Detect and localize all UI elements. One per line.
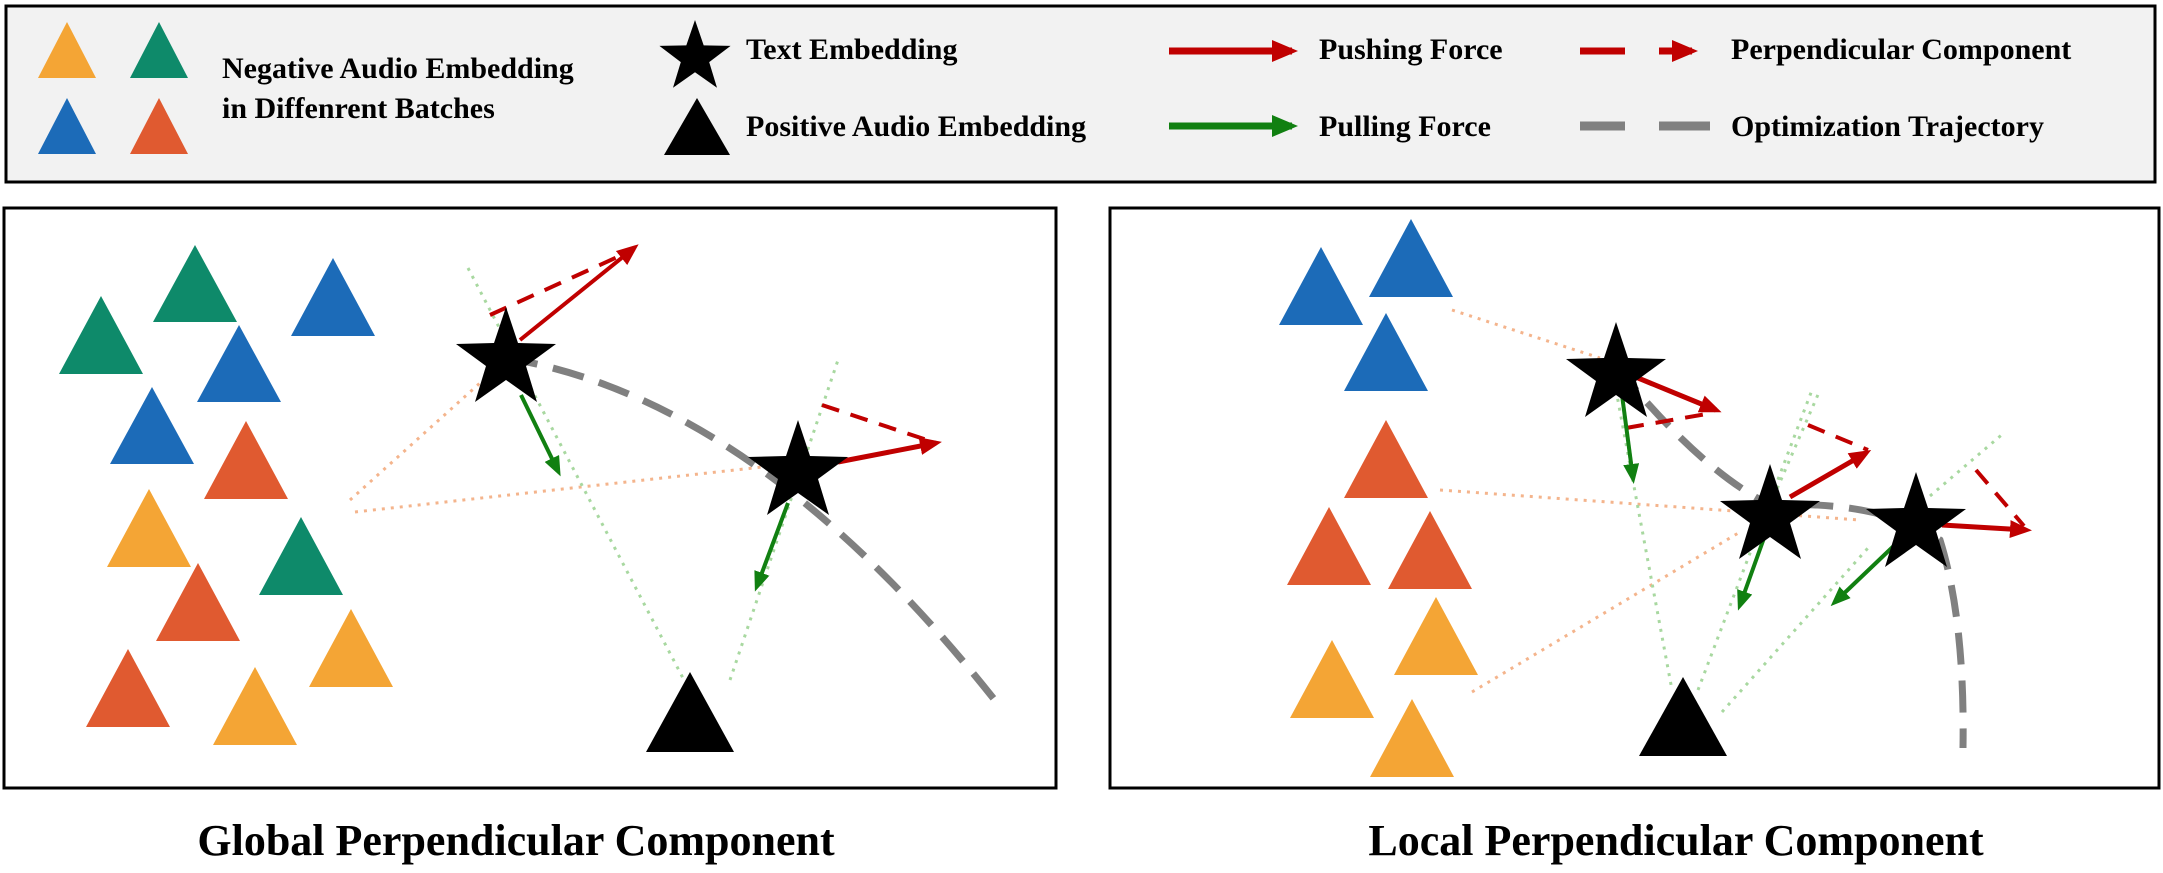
triangle-icon [197,325,281,402]
triangle-icon [309,609,393,687]
global-panel [2,206,1058,790]
triangle-icon [1290,640,1374,718]
optimization-trajectory-path [505,354,1004,711]
negative-audio-cluster [1279,219,1478,777]
triangle-icon [59,296,143,374]
triangle-icon [1639,677,1727,756]
legend-pushing-force: Pushing Force [1319,33,1503,66]
local-panel [1108,206,2161,790]
triangle-icon [156,563,240,641]
pushing-force-arrow [837,437,942,465]
triangle-icon [1344,313,1428,391]
perpendicular-component-arrow [1974,468,2026,528]
triangle-icon [1388,511,1472,589]
pushing-force-arrow [1637,375,1722,413]
legend-negative-audio-line1: Negative Audio Embedding [222,52,574,85]
optimization-trajectory-path [1613,363,1967,749]
pushing-force-arrow [518,244,639,342]
legend-panel: Negative Audio Embedding in Diffenrent B… [4,4,2157,184]
legend-text-embedding: Text Embedding [746,33,957,66]
triangle-icon [153,245,237,322]
star-icon [1566,322,1666,417]
legend-negative-audio-line2: in Diffenrent Batches [222,92,495,125]
triangle-icon [1279,247,1363,325]
negative-audio-cluster [59,245,393,745]
pulling-force-arrow [754,502,790,592]
negative-audio-icon-group [38,22,188,154]
legend-box [4,4,2157,184]
star-icon [1866,472,1966,567]
local-panel-box [1108,206,2161,790]
perpendicular-component-arrow [489,252,625,317]
triangle-icon [291,258,375,336]
triangle-icon [38,22,96,78]
caption-global: Global Perpendicular Component [197,816,835,865]
triangle-icon [38,98,96,154]
star-icon [456,307,556,402]
pulling-force-arrow [519,394,561,477]
triangle-icon [1394,597,1478,675]
perpendicular-component-arrow [821,403,928,442]
legend-pulling-force: Pulling Force [1319,110,1491,143]
triangle-icon [1344,420,1428,498]
perpendicular-component-arrow [1625,411,1713,430]
star-icon [1720,464,1820,559]
triangle-icon [259,517,343,595]
triangle-icon [1369,219,1453,297]
star-icon [748,420,848,515]
perpendicular-component-arrow [1807,423,1869,452]
pulling-force-arrow [1830,538,1902,607]
triangle-icon [107,489,191,567]
legend-optimization-trajectory: Optimization Trajectory [1731,110,2044,143]
triangle-icon [1287,507,1371,585]
guide-lines [348,267,840,681]
guide-lines [1439,308,2006,713]
legend-perpendicular-component: Perpendicular Component [1731,33,2071,66]
triangle-icon [204,421,288,499]
pulling-force-arrow [1620,394,1640,484]
triangle-icon [213,667,297,745]
star-icon [659,20,731,88]
legend-positive-audio: Positive Audio Embedding [746,110,1086,143]
triangle-icon [664,98,730,155]
pushing-force-arrow [1941,520,2032,539]
pushing-force-arrow [1788,449,1872,500]
triangle-icon [110,387,194,464]
pulling-force-arrow [1737,537,1766,611]
triangle-icon [1370,699,1454,777]
triangle-icon [130,98,188,154]
triangle-icon [86,649,170,727]
caption-local: Local Perpendicular Component [1368,816,1984,865]
triangle-icon [130,22,188,78]
triangle-icon [646,672,734,752]
